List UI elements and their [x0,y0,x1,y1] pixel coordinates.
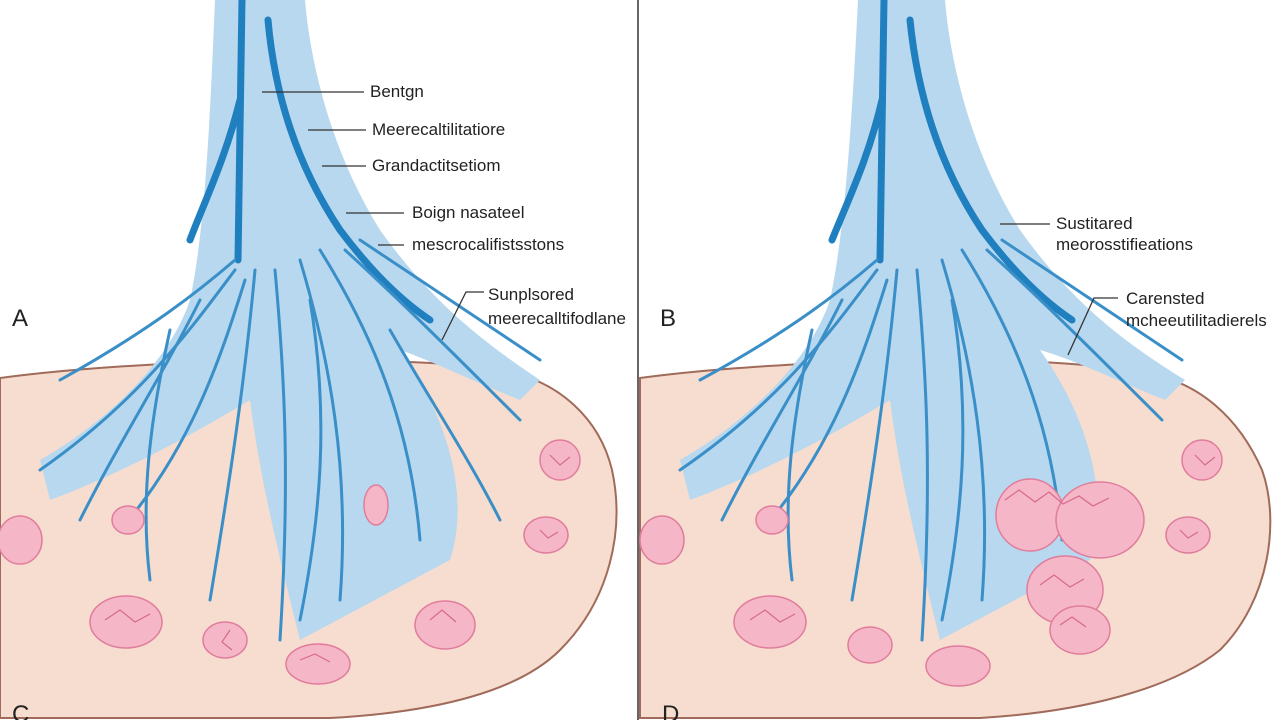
leader-lines-b [1000,223,1118,356]
main-duct-b [876,0,888,264]
branch-duct-b2 [828,96,886,244]
label-a-side-2: meerecalltifodlane [488,309,626,328]
panel-b: Sustitared meorosstifieations Carensted … [639,0,1272,720]
panel-letter-b: B [660,305,676,332]
label-b-1: Sustitared [1056,214,1133,233]
mass-lobe-2 [1055,481,1145,559]
label-a-4: Boign nasateel [412,203,524,222]
lobules-a [0,439,581,685]
panel-letter-c: C [12,701,29,720]
mass-lobe-4 [1049,605,1111,655]
branch-duct-b1 [906,16,1076,324]
leader-lines-a [262,91,484,341]
label-a-1: Bentgn [370,82,424,101]
label-b-side-2: mcheeutilitadierels [1126,311,1267,330]
lobules-b [639,439,1223,687]
label-a-3: Grandactitsetiom [372,156,501,175]
label-a-side-1: Sunplsored [488,285,574,304]
branch-duct-a2 [186,96,244,244]
label-a-5: mescrocalifistsstons [412,235,564,254]
main-duct-a [234,0,246,264]
panel-a: Bentgn Meerecaltilitatiore Grandactitset… [0,0,626,720]
duct-tree-b [680,0,1185,640]
label-b-2: meorosstifieations [1056,235,1193,254]
label-a-2: Meerecaltilitatiore [372,120,505,139]
mass-lobe-1 [995,478,1065,552]
panel-letter-a: A [12,305,28,332]
ductal-branches-a [38,238,542,642]
label-b-side-1: Carensted [1126,289,1204,308]
branch-duct-a1 [264,16,434,324]
panel-letter-d: D [662,701,679,720]
duct-tree-a [40,0,540,640]
